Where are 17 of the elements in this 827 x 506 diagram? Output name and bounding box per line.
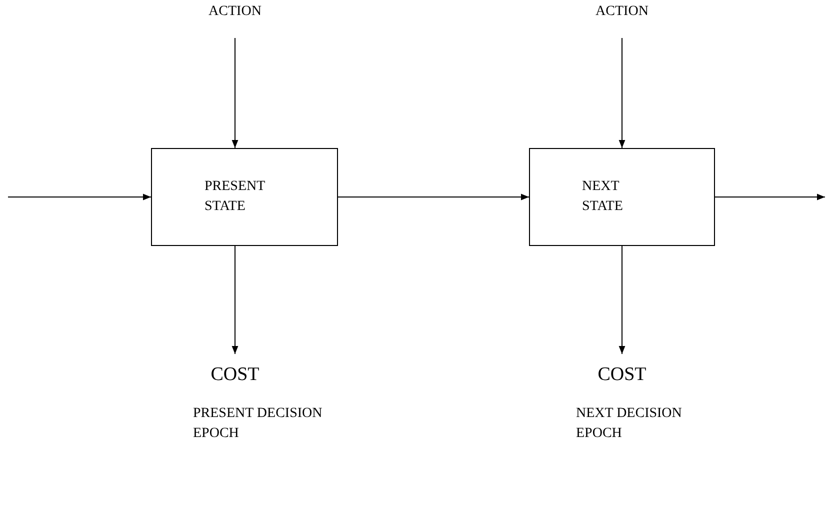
state-box bbox=[529, 148, 715, 246]
action-label: ACTION bbox=[208, 4, 262, 20]
epoch-label: NEXT DECISION EPOCH bbox=[576, 405, 683, 443]
arrow bbox=[618, 246, 626, 354]
arrow bbox=[8, 194, 152, 200]
arrow bbox=[618, 38, 626, 148]
state-text: PRESENT STATE bbox=[204, 178, 266, 216]
state-box bbox=[151, 148, 338, 246]
state-text: NEXT STATE bbox=[582, 178, 624, 216]
arrow bbox=[338, 194, 530, 200]
arrow bbox=[232, 246, 238, 354]
epoch-label: PRESENT DECISION EPOCH bbox=[193, 405, 324, 443]
cost-label: COST bbox=[596, 364, 648, 386]
arrow bbox=[714, 194, 826, 200]
arrow bbox=[232, 38, 238, 148]
cost-label: COST bbox=[210, 364, 260, 386]
action-label: ACTION bbox=[594, 4, 650, 20]
